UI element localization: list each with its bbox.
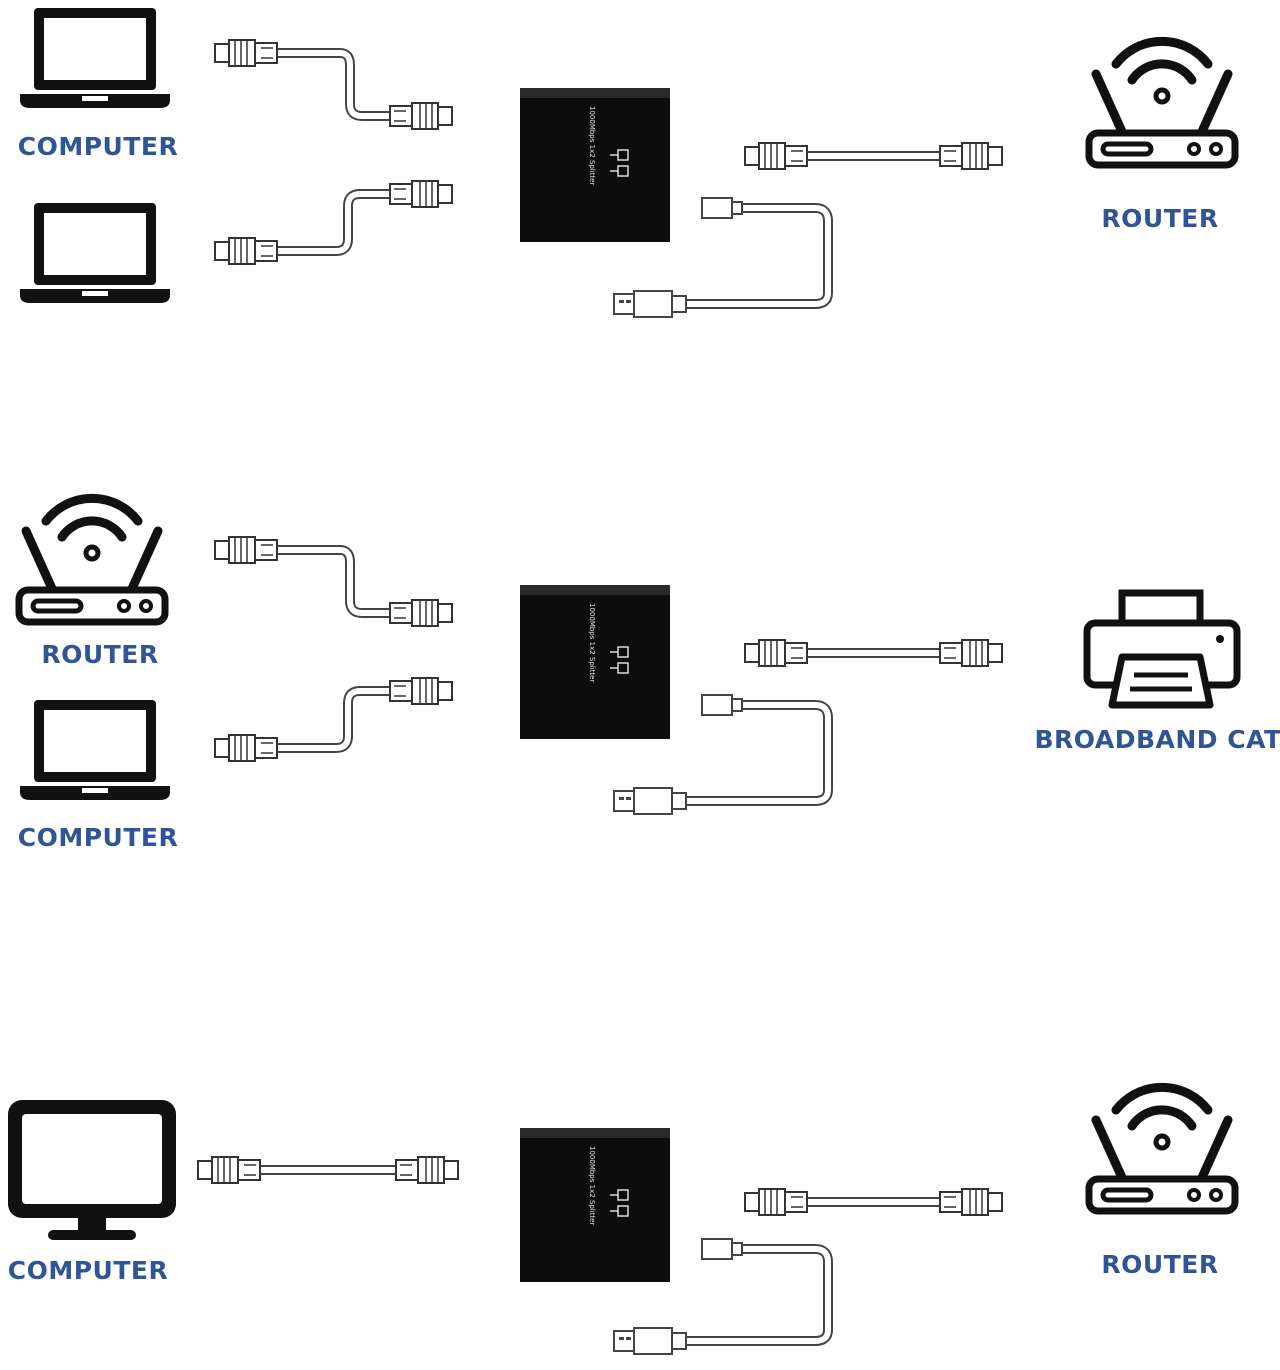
rj45-plug [744, 639, 808, 667]
rj45-plug [214, 536, 278, 564]
laptop-icon [20, 700, 170, 800]
splitter-label: 1000Mbps 1x2 Splitter [588, 1146, 596, 1225]
left-device-1-label: ROUTER [41, 640, 159, 669]
rj45-plug [939, 639, 1003, 667]
micro-usb-plug [701, 694, 743, 716]
power-cable [675, 700, 833, 806]
micro-usb-plug [701, 197, 743, 219]
rj45-plug [214, 39, 278, 67]
right-device-label: ROUTER [1101, 204, 1219, 233]
router-icon [15, 493, 169, 626]
left-device-1-label: COMPUTER [7, 1256, 169, 1285]
rj45-plug [939, 1188, 1003, 1216]
usb-plug [613, 787, 687, 815]
rj45-plug [939, 142, 1003, 170]
rj45-plug [389, 102, 453, 130]
rj45-plug [744, 142, 808, 170]
laptop-icon [20, 8, 170, 108]
left-device-1-label: COMPUTER [17, 132, 179, 161]
splitter-label: 1000Mbps 1x2 Splitter [588, 106, 596, 185]
laptop-icon [20, 203, 170, 303]
rj45-plug [389, 180, 453, 208]
rj45-plug [395, 1156, 459, 1184]
power-cable-core [677, 702, 831, 804]
rj45-plug [744, 1188, 808, 1216]
router-icon [1085, 36, 1239, 169]
rj45-plug [214, 237, 278, 265]
splitter-label: 1000Mbps 1x2 Splitter [588, 603, 596, 682]
left-device-2-label: COMPUTER [17, 823, 179, 852]
cable-left-1-core [247, 547, 398, 616]
splitter-device: 1000Mbps 1x2 Splitter [520, 1128, 670, 1282]
rj45-plug [389, 599, 453, 627]
power-cable [675, 203, 833, 309]
usb-plug [613, 290, 687, 318]
right-device-label: ROUTER [1101, 1250, 1219, 1279]
cable-left-2-core [247, 191, 398, 254]
router-icon [1085, 1082, 1239, 1215]
usb-plug [613, 1327, 687, 1355]
splitter-device: 1000Mbps 1x2 Splitter [520, 88, 670, 242]
power-cable [675, 1244, 833, 1346]
printer-icon [1083, 589, 1241, 709]
cable-left-1-core [247, 50, 398, 119]
rj45-plug [197, 1156, 261, 1184]
monitor-icon [8, 1100, 176, 1240]
rj45-plug [389, 677, 453, 705]
power-cable-core [677, 205, 831, 307]
micro-usb-plug [701, 1238, 743, 1260]
right-device-label: BROADBAND CAT [1034, 725, 1280, 754]
cable-left-2-core [247, 688, 398, 751]
splitter-device: 1000Mbps 1x2 Splitter [520, 585, 670, 739]
power-cable-core [677, 1246, 831, 1344]
rj45-plug [214, 734, 278, 762]
